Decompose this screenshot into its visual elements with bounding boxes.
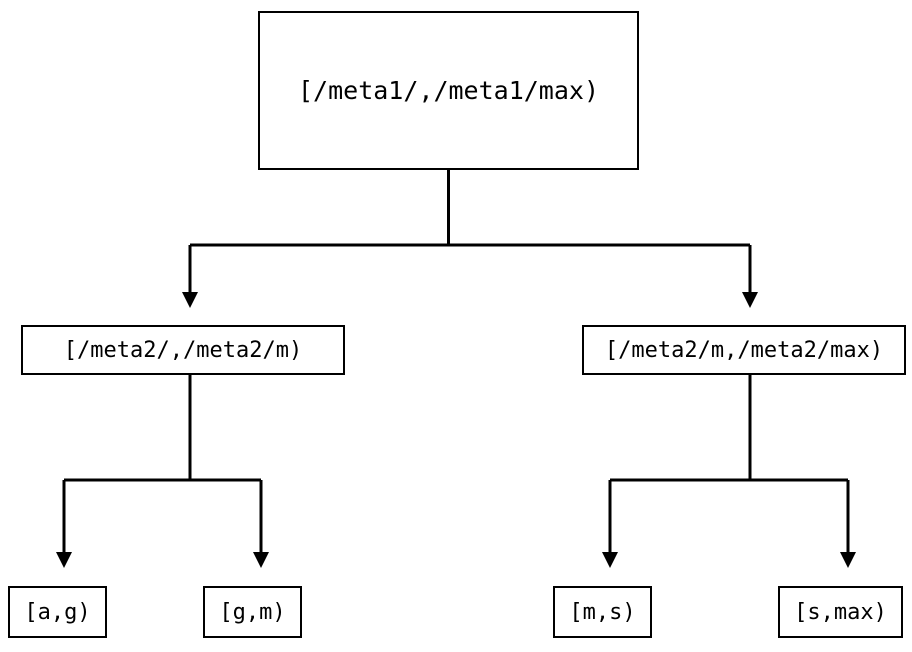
edge-meta2-low-to-leaves <box>56 375 269 568</box>
tree-node-leaf-s-max-label: [s,max) <box>794 599 887 625</box>
tree-node-leaf-g-m-label: [g,m) <box>219 599 286 625</box>
tree-node-meta2-high-label: [/meta2/m,/meta2/max) <box>604 337 884 363</box>
tree-node-root[interactable]: [/meta1/,/meta1/max) <box>258 11 639 170</box>
tree-node-leaf-s-max[interactable]: [s,max) <box>778 586 903 638</box>
tree-node-leaf-m-s-label: [m,s) <box>569 599 636 625</box>
tree-node-meta2-high[interactable]: [/meta2/m,/meta2/max) <box>582 325 906 375</box>
tree-node-leaf-a-g-label: [a,g) <box>24 599 91 625</box>
arrowhead-to-leaf-a-g <box>56 552 72 568</box>
arrowhead-root-to-meta2-high <box>742 292 758 308</box>
arrowhead-root-to-meta2-low <box>182 292 198 308</box>
tree-node-leaf-m-s[interactable]: [m,s) <box>553 586 652 638</box>
arrowhead-to-leaf-m-s <box>602 552 618 568</box>
tree-node-leaf-g-m[interactable]: [g,m) <box>203 586 302 638</box>
tree-node-meta2-low-label: [/meta2/,/meta2/m) <box>63 337 303 363</box>
arrowhead-to-leaf-g-m <box>253 552 269 568</box>
edge-meta2-high-to-leaves <box>602 375 856 568</box>
tree-node-meta2-low[interactable]: [/meta2/,/meta2/m) <box>21 325 345 375</box>
tree-node-leaf-a-g[interactable]: [a,g) <box>8 586 107 638</box>
tree-node-root-label: [/meta1/,/meta1/max) <box>297 76 600 105</box>
arrowhead-to-leaf-s-max <box>840 552 856 568</box>
edge-root-to-level2 <box>182 170 758 308</box>
